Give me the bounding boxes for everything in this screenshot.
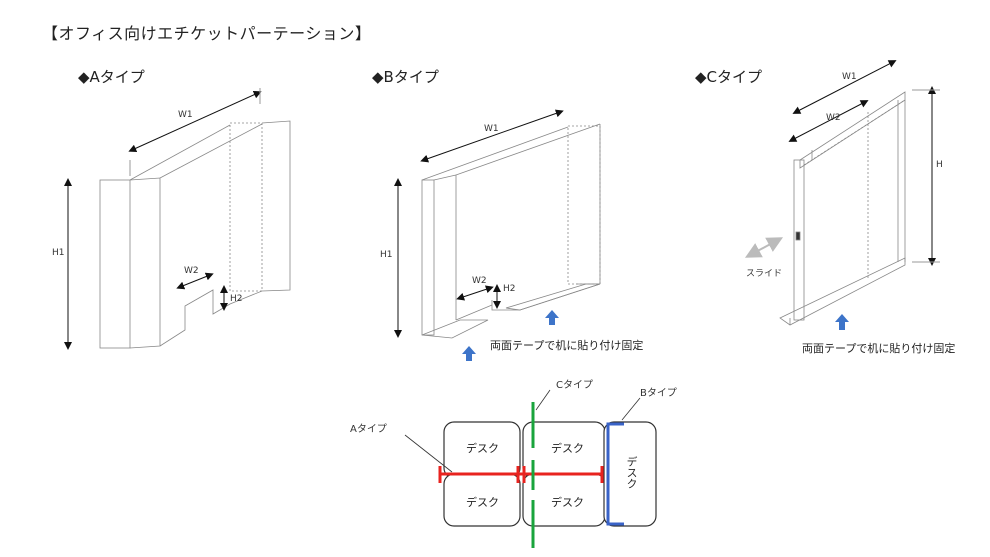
type-b-note: 両面テープで机に貼り付け固定 [490,339,644,352]
type-b-w1-label: W1 [484,124,499,134]
desk-label-bottom-left: デスク [466,496,499,509]
type-a-heading: ◆Aタイプ [78,68,145,86]
type-c-w1-dimension [792,60,897,114]
desk-side [603,421,657,527]
type-b-w2-dimension [456,285,494,301]
type-a-h2-label: H2 [230,294,243,304]
type-a-w2-dimension [176,272,214,290]
desk-label-top-right: デスク [551,442,584,455]
type-b-heading: ◆Bタイプ [372,68,439,86]
type-c-h-label: H [936,160,943,170]
type-b-w2-label: W2 [472,276,487,286]
desk-label-bottom-right: デスク [551,496,584,509]
type-a-partition-line [438,466,604,483]
type-a-w1-label: W1 [178,110,193,120]
type-c-slide-label: スライド [746,269,783,279]
type-c-note: 両面テープで机に貼り付け固定 [802,342,956,355]
type-a-dimensions [64,88,262,350]
layout-a-label: Aタイプ [350,424,387,435]
type-b-fix-arrow-right [545,310,559,325]
type-c-drawing [779,91,906,326]
type-c-fix-arrow [835,314,849,330]
layout-c-label: Cタイプ [556,380,593,391]
type-c-w2-dimension [788,100,869,142]
layout-diagram [443,421,657,527]
type-b-dimensions [394,109,564,338]
type-a-h1-label: H1 [52,248,65,258]
type-c-dimensions [788,60,940,266]
type-a-w2-label: W2 [184,266,199,276]
type-a-drawing [99,120,291,349]
type-c-w1-label: W1 [842,72,857,82]
type-b-partition-line [606,422,624,526]
type-a-left-panel [99,179,131,349]
desk-label-top-left: デスク [466,442,499,455]
desk-label-side: デスク [625,456,638,489]
type-b-fix-arrow-left [462,346,476,361]
type-b-w1-dimension [420,109,564,163]
type-b-h1-label: H1 [380,250,393,260]
type-b-drawing [421,123,601,339]
type-a-w1-dimension [128,91,262,152]
type-c-w2-label: W2 [826,113,841,123]
page-title: 【オフィス向けエチケットパーテーション】 [42,24,372,43]
type-b-h2-label: H2 [503,284,516,294]
layout-b-label: Bタイプ [640,388,677,399]
type-c-slide-arrow [744,237,784,258]
type-c-heading: ◆Cタイプ [695,68,763,86]
